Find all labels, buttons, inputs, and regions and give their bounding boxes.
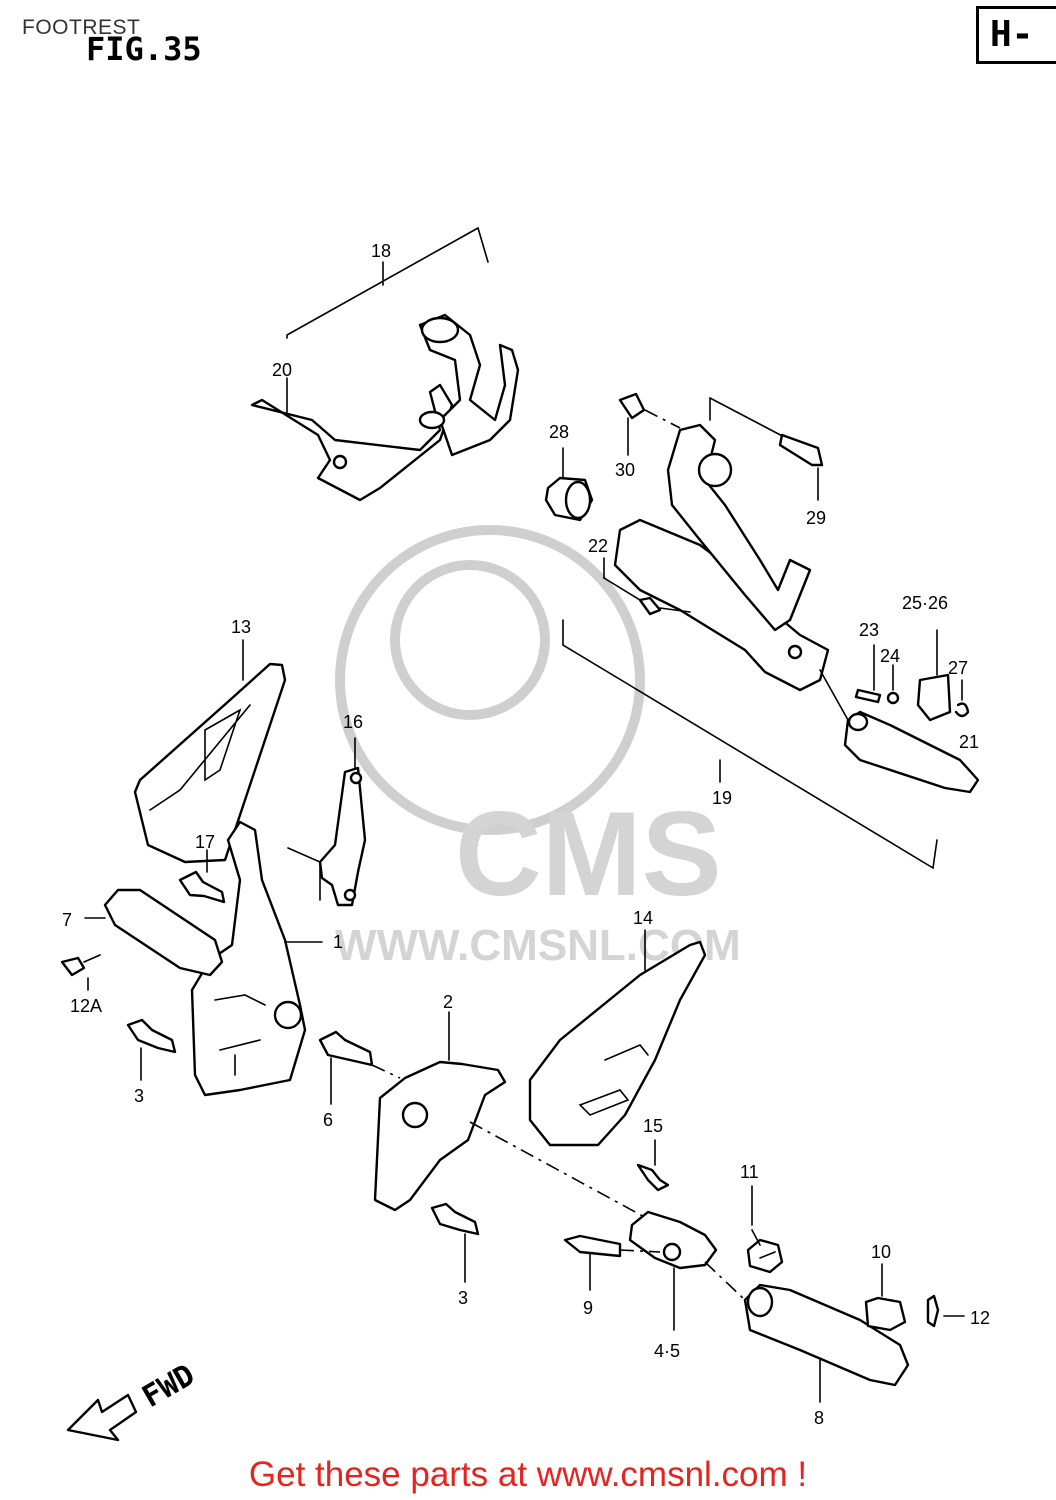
- part-29-bolt: [778, 433, 824, 501]
- callout-16: 16: [343, 712, 363, 732]
- callout-30: 30: [615, 460, 635, 480]
- fwd-label: FWD: [137, 1358, 201, 1415]
- callout-11: 11: [740, 1162, 759, 1182]
- part-3-bolt-upper: [126, 1018, 177, 1081]
- part-12a-bolt: [60, 954, 101, 991]
- part-30-nut: [618, 392, 681, 456]
- forward-direction-indicator: FWD: [66, 1358, 201, 1442]
- watermark-logo-face: [390, 560, 550, 720]
- callout-18: 18: [371, 241, 391, 261]
- watermark: CMS WWW.CMSNL.COM: [335, 525, 741, 970]
- callout-8: 8: [814, 1408, 824, 1428]
- callout-10: 10: [871, 1242, 891, 1262]
- part-9-pin: [563, 1234, 661, 1291]
- callout-25-26: 25·26: [902, 593, 948, 613]
- callout-22: 22: [588, 536, 608, 556]
- part-18-rear-bracket: [250, 226, 520, 502]
- callout-29: 29: [806, 508, 826, 528]
- part-4-5-holder: [628, 1210, 718, 1331]
- parts-23-27-clip-set: [854, 629, 970, 722]
- callout-17: 17: [195, 832, 215, 852]
- page-title: FOOTREST: [22, 16, 141, 39]
- callout-24: 24: [880, 646, 900, 666]
- part-14-heel-guard: [528, 929, 707, 1147]
- callout-3-lower: 3: [458, 1288, 468, 1308]
- part-10-bush: [864, 1263, 907, 1332]
- part-11-spring: [746, 1185, 784, 1274]
- section-code: H-: [990, 14, 1034, 55]
- callout-19: 19: [712, 788, 732, 808]
- part-1-front-bracket: [190, 820, 323, 1097]
- callout-21: 21: [959, 732, 979, 752]
- watermark-logo-ring: [335, 525, 645, 835]
- part-15-bolt: [636, 1139, 670, 1192]
- callout-13: 13: [231, 617, 251, 637]
- callout-4-5: 4·5: [654, 1341, 680, 1361]
- callout-12: 12: [970, 1308, 990, 1328]
- part-16-plate: [318, 737, 367, 907]
- part-6-bolt: [318, 1030, 401, 1105]
- callout-28: 28: [549, 422, 569, 442]
- callout-9: 9: [583, 1298, 593, 1318]
- forward-arrow-icon: [66, 1393, 138, 1442]
- callout-14: 14: [633, 908, 653, 928]
- callout-2: 2: [443, 992, 453, 1012]
- callout-1: 1: [333, 932, 343, 952]
- watermark-brand: CMS: [455, 787, 722, 921]
- part-8-footrest: [704, 1261, 910, 1403]
- part-17-bolt: [178, 849, 226, 904]
- callout-12a: 12A: [70, 996, 102, 1016]
- callout-6: 6: [323, 1110, 333, 1130]
- part-28-bush: [544, 447, 594, 522]
- callout-23: 23: [859, 620, 879, 640]
- callout-labels: 1 2 3 3 4·5 6 7 8 9 10 11 12 12A 13 14 1…: [62, 241, 990, 1428]
- callout-15: 15: [643, 1116, 663, 1136]
- callout-20: 20: [272, 360, 292, 380]
- callout-7: 7: [62, 910, 72, 930]
- footer-link[interactable]: Get these parts at www.cmsnl.com !: [248, 1455, 808, 1494]
- callout-3-upper: 3: [134, 1086, 144, 1106]
- part-3-bolt-lower: [430, 1202, 480, 1283]
- callout-27: 27: [948, 658, 968, 678]
- part-19-rear-footrest-assembly: [562, 397, 980, 870]
- part-2-bracket: [373, 1011, 651, 1221]
- figure-number: FIG.35: [86, 30, 202, 68]
- part-13-heel-guard: [133, 639, 287, 864]
- section-box: [976, 6, 1056, 64]
- part-12-clip: [926, 1294, 965, 1328]
- part-7-front-footrest: [84, 888, 224, 977]
